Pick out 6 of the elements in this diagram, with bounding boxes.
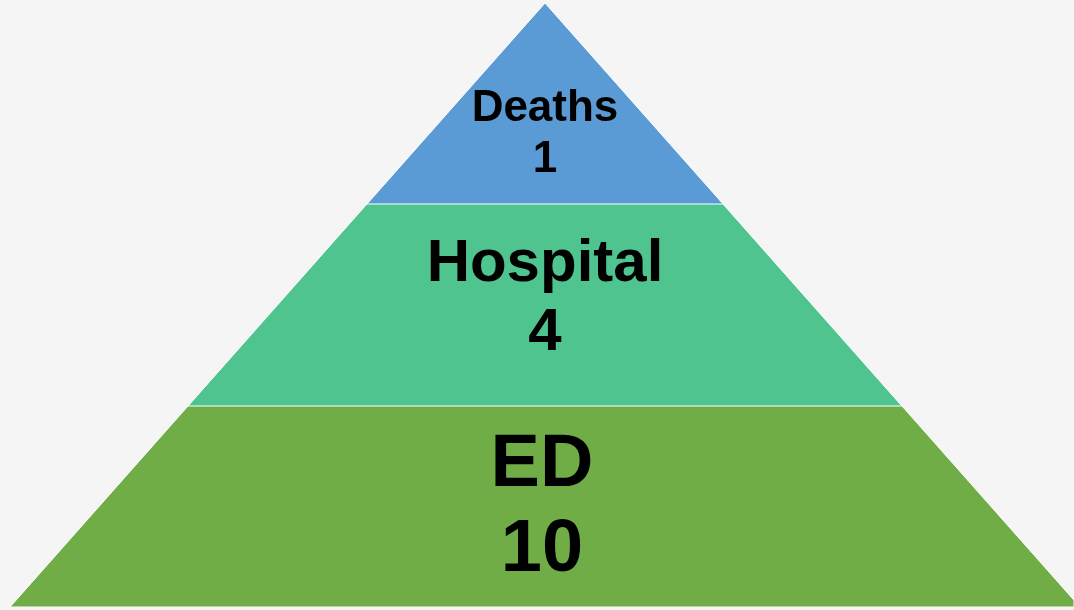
tier-label: ED (490, 418, 594, 504)
tier-count: 10 (500, 503, 584, 589)
tier-label: Hospital (426, 226, 664, 295)
tier-label: Deaths (471, 81, 619, 132)
tier-count: 1 (532, 131, 558, 183)
tier-count: 4 (528, 295, 562, 364)
